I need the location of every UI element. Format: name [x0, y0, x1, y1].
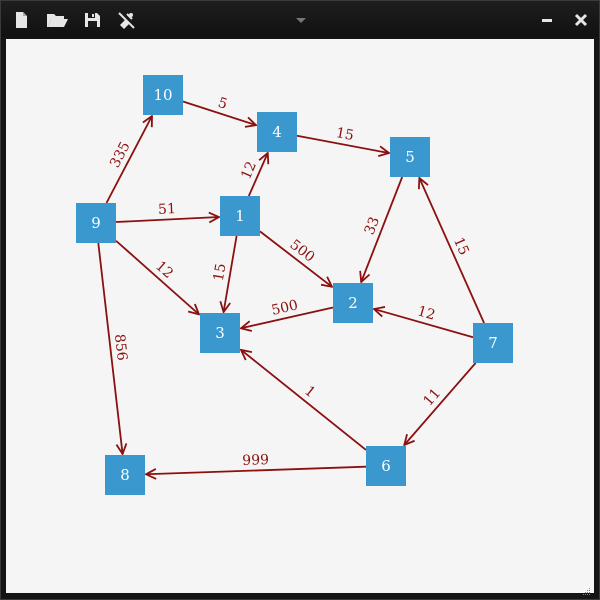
node-box[interactable] [333, 283, 373, 323]
graph-node-3[interactable]: 3 [200, 313, 240, 353]
edge-9-3[interactable] [115, 240, 199, 315]
edge-weight-label: 5 [216, 95, 229, 113]
edge-9-1[interactable] [115, 217, 219, 222]
edge-4-5[interactable] [296, 134, 389, 153]
edge-weight-label: 1 [301, 383, 318, 401]
edge-7-2[interactable] [374, 309, 474, 339]
no-satellite-icon[interactable] [116, 10, 136, 30]
edge-weight-label: 15 [450, 235, 472, 258]
edge-1-4[interactable] [247, 153, 268, 197]
graph-node-8[interactable]: 8 [105, 455, 145, 495]
edge-weight-label: 500 [270, 297, 300, 318]
graph-node-2[interactable]: 2 [333, 283, 373, 323]
edge-weight-label: 11 [421, 385, 445, 409]
edge-6-3[interactable] [241, 350, 367, 451]
node-box[interactable] [257, 112, 297, 152]
edge-weight-label: 12 [152, 258, 176, 282]
edge-2-3[interactable] [241, 306, 334, 329]
resize-grip-icon[interactable] [581, 581, 591, 595]
node-box[interactable] [105, 455, 145, 495]
minimize-icon[interactable] [537, 10, 557, 30]
edge-weight-label: 12 [415, 303, 437, 323]
node-label: 10 [153, 86, 172, 104]
node-box[interactable] [390, 137, 430, 177]
dropdown-arrow-icon[interactable] [291, 10, 311, 30]
graph-node-5[interactable]: 5 [390, 137, 430, 177]
node-label: 4 [272, 123, 282, 141]
node-label: 2 [348, 294, 358, 312]
node-box[interactable] [143, 75, 183, 115]
graph-node-6[interactable]: 6 [366, 446, 406, 486]
node-box[interactable] [366, 446, 406, 486]
edge-10-4[interactable] [182, 100, 256, 125]
graph-node-7[interactable]: 7 [473, 323, 513, 363]
close-icon[interactable] [571, 10, 591, 30]
edge-weight-label: 33 [362, 215, 383, 237]
edge-weight-label: 15 [211, 262, 230, 282]
edge-1-3[interactable] [224, 235, 238, 312]
node-label: 7 [488, 334, 498, 352]
edge-weight-label: 12 [238, 159, 260, 182]
open-folder-icon[interactable] [45, 10, 69, 30]
node-label: 8 [120, 466, 130, 484]
edge-weight-label: 51 [158, 201, 177, 218]
graph-node-1[interactable]: 1 [220, 196, 260, 236]
new-file-icon[interactable] [11, 10, 31, 30]
edge-weight-label: 15 [335, 125, 355, 144]
save-icon[interactable] [82, 10, 102, 30]
graph-node-9[interactable]: 9 [76, 203, 116, 243]
edge-7-6[interactable] [404, 362, 477, 445]
node-box[interactable] [473, 323, 513, 363]
edge-weight-label: 335 [107, 139, 134, 170]
edge-5-2[interactable] [361, 176, 404, 282]
edge-weight-label: 999 [242, 452, 269, 469]
node-box[interactable] [220, 196, 260, 236]
graph-node-4[interactable]: 4 [257, 112, 297, 152]
node-box[interactable] [200, 313, 240, 353]
edge-9-10[interactable] [105, 116, 152, 204]
node-box[interactable] [76, 203, 116, 243]
node-label: 5 [405, 148, 415, 166]
graph-node-10[interactable]: 10 [143, 75, 183, 115]
edge-9-8[interactable] [97, 242, 122, 454]
node-label: 9 [91, 214, 101, 232]
edge-weight-label: 500 [287, 237, 318, 266]
edge-weight-label: 856 [111, 333, 130, 361]
edge-7-5[interactable] [419, 178, 485, 324]
edge-1-2[interactable] [259, 230, 332, 286]
node-label: 3 [215, 324, 225, 342]
node-label: 1 [235, 207, 245, 225]
edge-6-8[interactable] [146, 465, 367, 475]
node-label: 6 [381, 457, 391, 475]
title-bar [1, 1, 599, 37]
